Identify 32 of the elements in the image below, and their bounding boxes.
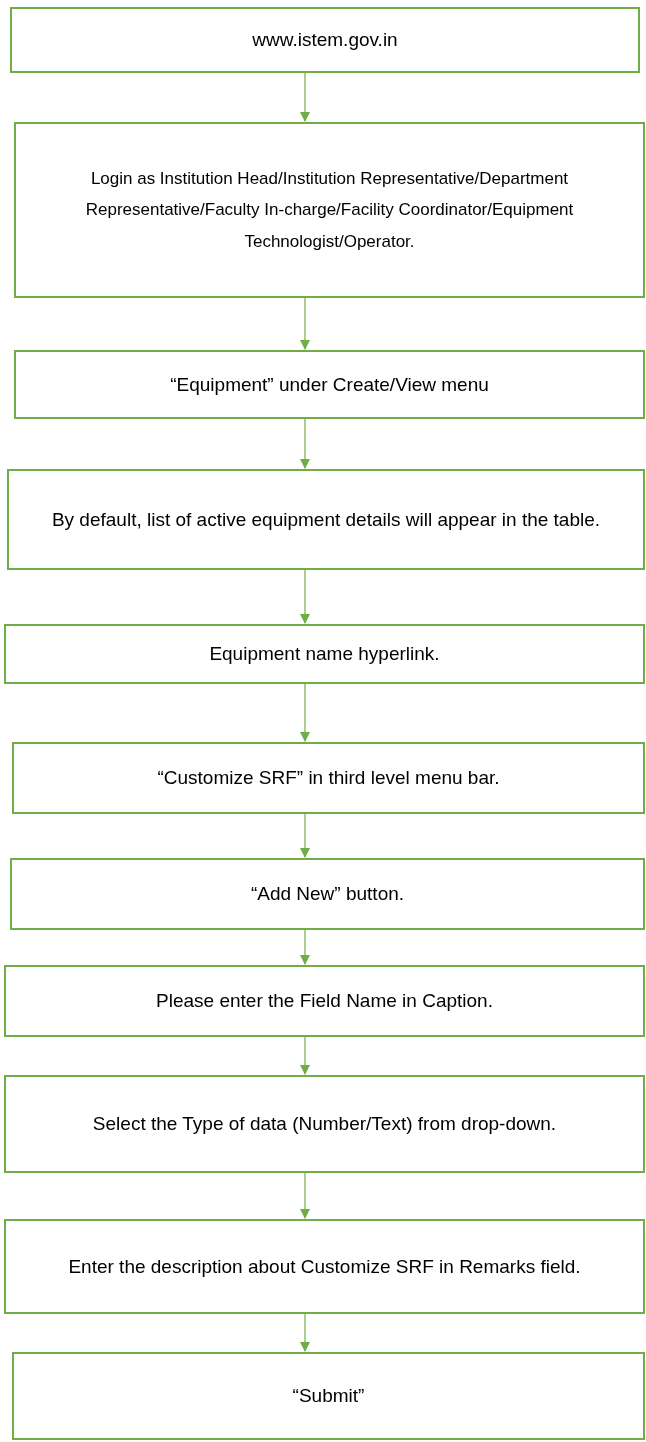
step-text: Select the Type of data (Number/Text) from drop-down. <box>92 1112 557 1137</box>
process-box <box>10 858 645 930</box>
step-text: “Submit” <box>292 1384 365 1409</box>
step-text: By default, list of active equipment details will appear in the table. <box>51 507 601 532</box>
process-box <box>10 7 640 73</box>
step-text: “Equipment” under Create/View menu <box>170 372 489 397</box>
process-box <box>7 469 645 570</box>
arrow <box>300 929 310 965</box>
process-box <box>4 1219 645 1314</box>
process-box <box>14 122 645 298</box>
arrow <box>300 1036 310 1075</box>
step-text: Enter the description about Customize SRF in Remarks field. <box>68 1254 581 1279</box>
process-box <box>4 1075 645 1173</box>
process-box <box>12 742 645 814</box>
step-text: Login as Institution Head/Institution Representative/Department Representative/Faculty In-charge/Facility Coordinator/Equipment Technologist/Operator. <box>84 167 575 253</box>
arrow <box>300 683 310 742</box>
arrow <box>300 297 310 350</box>
arrow <box>300 813 310 858</box>
process-box <box>14 350 645 419</box>
arrow <box>300 72 310 122</box>
arrow <box>300 1172 310 1219</box>
step-text: “Add New” button. <box>250 882 405 907</box>
process-box <box>4 624 645 684</box>
arrow <box>300 1313 310 1352</box>
step-text: Please enter the Field Name in Caption. <box>156 989 493 1014</box>
arrow <box>300 569 310 624</box>
process-box <box>12 1352 645 1440</box>
arrow <box>300 418 310 469</box>
process-box <box>4 965 645 1037</box>
step-text: www.istem.gov.in <box>252 28 398 53</box>
step-text: “Customize SRF” in third level menu bar. <box>157 766 500 791</box>
step-text: Equipment name hyperlink. <box>209 642 440 667</box>
